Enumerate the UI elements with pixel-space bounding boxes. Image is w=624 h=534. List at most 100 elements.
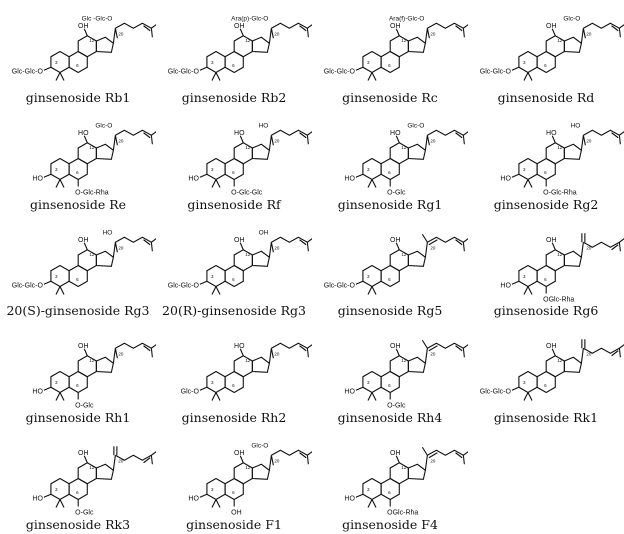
c21-methyl-bond <box>114 348 118 359</box>
c20-substituent-label: Ara(f)-Glc-O <box>389 15 424 22</box>
ring-d <box>95 463 114 481</box>
double-bond <box>611 25 619 32</box>
atom-number-20: 20 <box>274 352 280 357</box>
atom-number-3: 3 <box>211 380 214 385</box>
side-chain <box>115 343 156 350</box>
c17-c20-bond <box>268 348 272 364</box>
double-bond <box>455 132 463 138</box>
c12-bond <box>83 455 88 464</box>
atom-number-20: 20 <box>118 458 124 463</box>
methyl-bond <box>211 499 217 508</box>
atom-number-3: 3 <box>523 274 526 279</box>
side-chain <box>583 237 624 248</box>
side-chain <box>427 449 468 457</box>
c17-c20-bond <box>424 455 428 471</box>
c20-substituent-label: Glc-O <box>407 122 424 129</box>
side-chain <box>427 22 468 29</box>
methyl-bond <box>371 72 377 81</box>
atom-number-6: 6 <box>232 170 235 175</box>
c17-c20-bond <box>268 134 272 151</box>
side-chain <box>427 343 468 350</box>
terminal-methyl-bond <box>462 28 465 38</box>
atom-number-3: 3 <box>367 167 370 172</box>
ring-a <box>518 264 538 287</box>
terminal-methyl-bond <box>618 348 621 358</box>
terminal-methyl-bond <box>306 455 309 465</box>
ring-a <box>362 157 382 180</box>
c21-methyl-bond <box>421 340 428 349</box>
c12-substituent-label: OH <box>546 236 557 243</box>
terminal-methyl-bond <box>462 348 465 358</box>
c6-substituent-label: O-Glc <box>387 403 406 409</box>
c6-substituent-label: O-Glc <box>75 510 94 516</box>
c17-c20-bond <box>112 348 116 364</box>
c3-substituent-label: HO <box>344 175 355 182</box>
ring-d <box>251 357 270 374</box>
double-bond <box>611 243 619 250</box>
compound-name: ginsenoside Rh2 <box>181 410 287 426</box>
terminal-methyl-bond <box>618 241 621 251</box>
c21-methyl-bond <box>582 28 586 39</box>
compound-name: 20(S)-ginsenoside Rg3 <box>6 303 150 319</box>
methyl-bond <box>55 179 61 188</box>
c21-methyl-bond <box>270 348 274 359</box>
methyl-bond <box>59 179 65 188</box>
compound-name: ginsenoside Rd <box>497 89 595 105</box>
side-chain <box>271 343 312 350</box>
c17-c20-bond <box>424 28 428 44</box>
terminal-methyl-bond <box>306 134 309 145</box>
c12-bond <box>551 135 556 143</box>
c17-c20-bond <box>112 241 116 257</box>
double-bond <box>299 238 307 245</box>
methyl-bond <box>523 179 529 188</box>
c17-c20-bond <box>268 455 272 471</box>
c12-substituent-label: OH <box>78 236 89 243</box>
c21-methyl-bond <box>421 447 428 456</box>
compound-name: ginsenoside Rg2 <box>493 196 599 212</box>
c3-substituent-label: Glc-Glc-O <box>324 282 356 289</box>
ring-d <box>251 36 270 53</box>
c3-bond <box>199 387 208 392</box>
c20-substituent-label: Glc-O <box>251 442 268 449</box>
side-chain <box>583 129 624 136</box>
ring-d <box>407 250 426 267</box>
c21-methyl-bond <box>421 233 428 243</box>
c3-substituent-label: HO <box>32 175 43 182</box>
c20-substituent-label: HO <box>259 122 269 129</box>
c12-substituent-label: OH <box>78 343 89 350</box>
c17-c20-bond <box>268 28 272 44</box>
compound-name: ginsenoside Rg6 <box>493 303 599 319</box>
compound-name: ginsenoside Rh4 <box>337 410 443 426</box>
methyl-bond <box>367 499 373 508</box>
atom-number-6: 6 <box>232 490 235 495</box>
c6-substituent-label: O-Glc-Rha <box>75 189 109 195</box>
c17-c20-bond <box>268 241 272 257</box>
terminal-methyl-bond <box>462 241 465 251</box>
atom-number-6: 6 <box>544 383 547 388</box>
double-bond <box>611 350 619 357</box>
compound-name: ginsenoside Rk3 <box>25 516 131 532</box>
c12-substituent-label: OH <box>234 23 245 30</box>
c3-bond <box>43 387 52 392</box>
compound-name: ginsenoside Rf <box>187 196 281 212</box>
atom-number-20: 20 <box>430 352 436 357</box>
c20-substituent-label: HO <box>103 229 113 236</box>
atom-number-20: 20 <box>118 352 124 357</box>
atom-number-6: 6 <box>76 490 79 495</box>
c17-c20-bond <box>580 241 584 257</box>
c12-bond <box>83 348 88 357</box>
c12-substituent-label: HO <box>390 130 401 137</box>
